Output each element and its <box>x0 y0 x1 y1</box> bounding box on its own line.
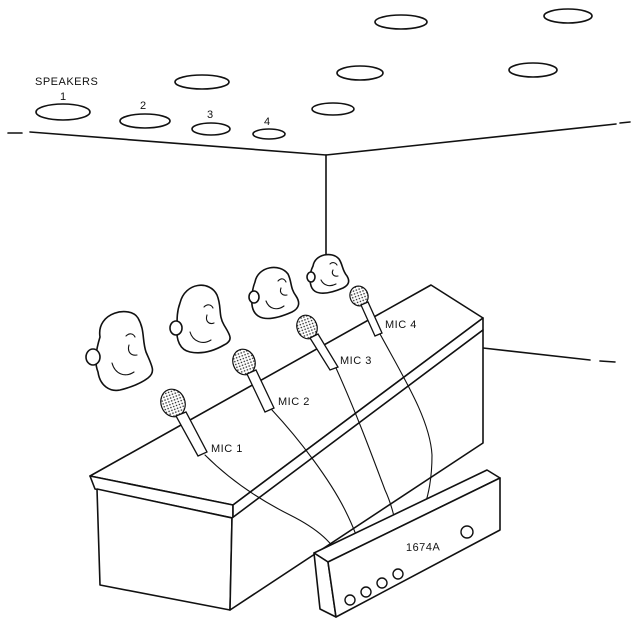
speaker-9 <box>508 62 558 78</box>
talker-3-ear <box>248 290 260 304</box>
ceiling-edge-left <box>29 131 327 156</box>
talkers <box>85 253 350 392</box>
talker-3-head <box>248 266 300 320</box>
speakers-title: SPEAKERS <box>35 76 98 88</box>
speaker-1-number: 1 <box>60 91 67 103</box>
talker-1-eye <box>125 333 136 338</box>
mixer-front-panel <box>327 477 501 618</box>
mixer-knob-2 <box>360 586 372 598</box>
mixer-knob-1 <box>344 594 356 606</box>
mic-1-label: MIC 1 <box>211 443 243 455</box>
talker-1-head <box>85 310 154 392</box>
mic-3: MIC 3 <box>296 314 372 371</box>
floor-edge-right-dash <box>599 360 616 363</box>
speaker-1 <box>35 103 91 121</box>
mixer-master-knob <box>460 525 474 539</box>
speaker-5 <box>174 74 230 90</box>
speaker-4 <box>252 128 286 140</box>
talker-2-eye <box>203 304 214 309</box>
talker-2-mouth <box>189 331 212 343</box>
mixer-knob-4 <box>392 568 404 580</box>
mic-1: MIC 1 <box>160 388 243 457</box>
speaker-7 <box>543 8 593 24</box>
speaker-3-number: 3 <box>207 109 214 121</box>
speaker-8 <box>336 65 384 81</box>
talker-3-nose <box>279 287 288 296</box>
floor-edge-right <box>482 347 591 361</box>
ceiling-edge-right <box>325 123 617 156</box>
microphones: MIC 1 MIC 2 MIC 3 MIC 4 <box>160 285 417 457</box>
talker-4-head <box>306 253 350 294</box>
talker-2-ear <box>169 320 183 336</box>
talker-1-nose <box>127 344 138 356</box>
ceiling-speakers: SPEAKERS 1 2 3 4 <box>35 8 593 140</box>
mic-4: MIC 4 <box>349 285 417 337</box>
talker-4-eye <box>329 262 338 266</box>
mic-1-body <box>175 411 208 457</box>
talker-1-face <box>95 310 154 392</box>
ceiling-edge-right-dash <box>619 121 631 124</box>
talker-1-ear <box>85 348 101 366</box>
speaker-10 <box>311 102 355 116</box>
mic-3-body <box>309 333 339 371</box>
speaker-2 <box>119 113 171 129</box>
mixer-model-label: 1674A <box>406 541 441 554</box>
mixer-1674a: 1674A <box>313 469 501 618</box>
talker-3-face <box>251 266 300 320</box>
talker-2-nose <box>205 314 215 325</box>
talker-3-eye <box>277 278 287 283</box>
talker-4-nose <box>331 269 339 277</box>
speaker-3 <box>191 122 231 136</box>
talker-4-mouth <box>320 279 337 287</box>
mic-4-label: MIC 4 <box>385 319 417 331</box>
mic-4-body <box>360 301 383 337</box>
mixer-knob-3 <box>376 577 388 589</box>
table-side-panel <box>229 329 484 611</box>
mic-3-label: MIC 3 <box>340 355 372 367</box>
speaker-6 <box>374 14 428 30</box>
conference-table <box>89 284 484 611</box>
mic-2-label: MIC 2 <box>278 396 310 408</box>
speaker-2-number: 2 <box>140 100 147 112</box>
talker-1-mouth <box>111 362 135 376</box>
mic-2: MIC 2 <box>232 348 310 413</box>
talker-4-face <box>309 253 350 294</box>
mic-2-body <box>246 369 275 413</box>
talker-2-head <box>169 284 231 354</box>
talker-4-ear <box>306 271 316 283</box>
talker-3-mouth <box>265 300 285 310</box>
cable-mic-4 <box>379 333 433 506</box>
speaker-4-number: 4 <box>264 116 271 128</box>
room-edges <box>7 121 631 363</box>
